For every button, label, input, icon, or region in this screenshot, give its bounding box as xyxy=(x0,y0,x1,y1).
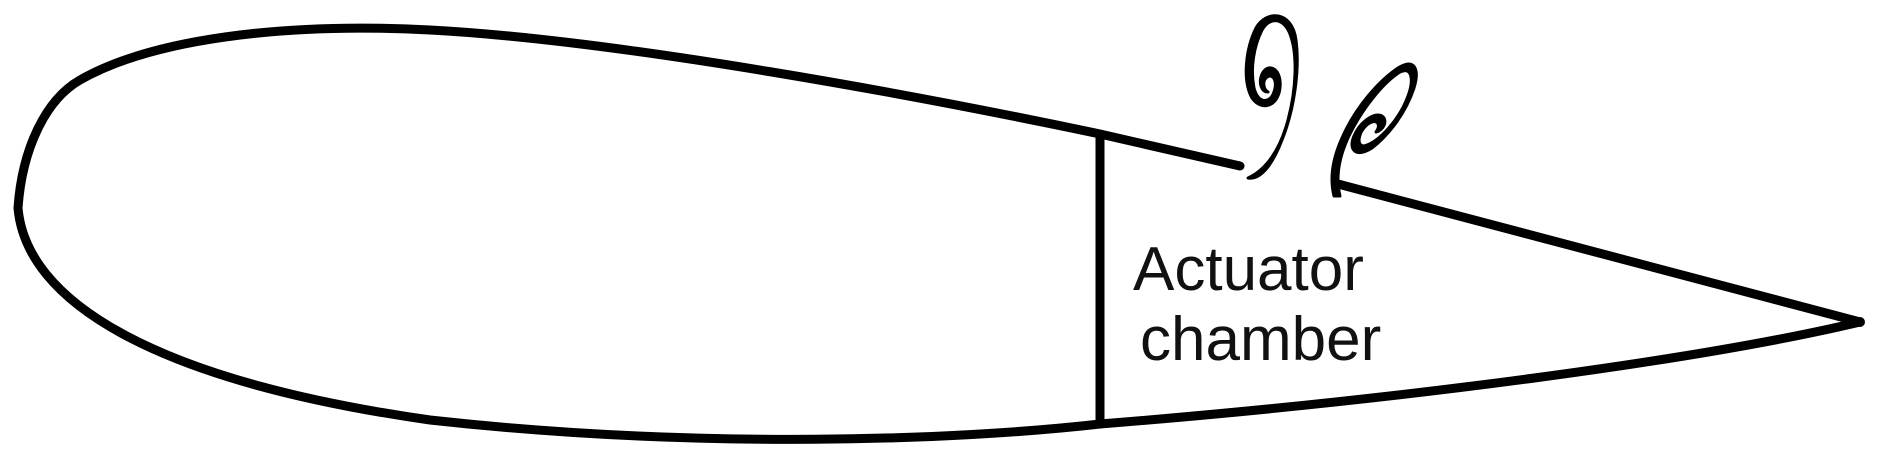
vortex-left xyxy=(1244,14,1299,180)
vortex-right xyxy=(1330,62,1418,198)
airfoil-upper-surface-front xyxy=(13,23,1245,213)
trailing-edge-point xyxy=(1855,317,1865,327)
airfoil-lower-surface xyxy=(13,203,1865,444)
actuator-label-line-1: Actuator xyxy=(1133,235,1364,304)
airfoil-upper-surface-aft xyxy=(1333,179,1865,327)
actuator-label-line-2: chamber xyxy=(1140,305,1381,374)
